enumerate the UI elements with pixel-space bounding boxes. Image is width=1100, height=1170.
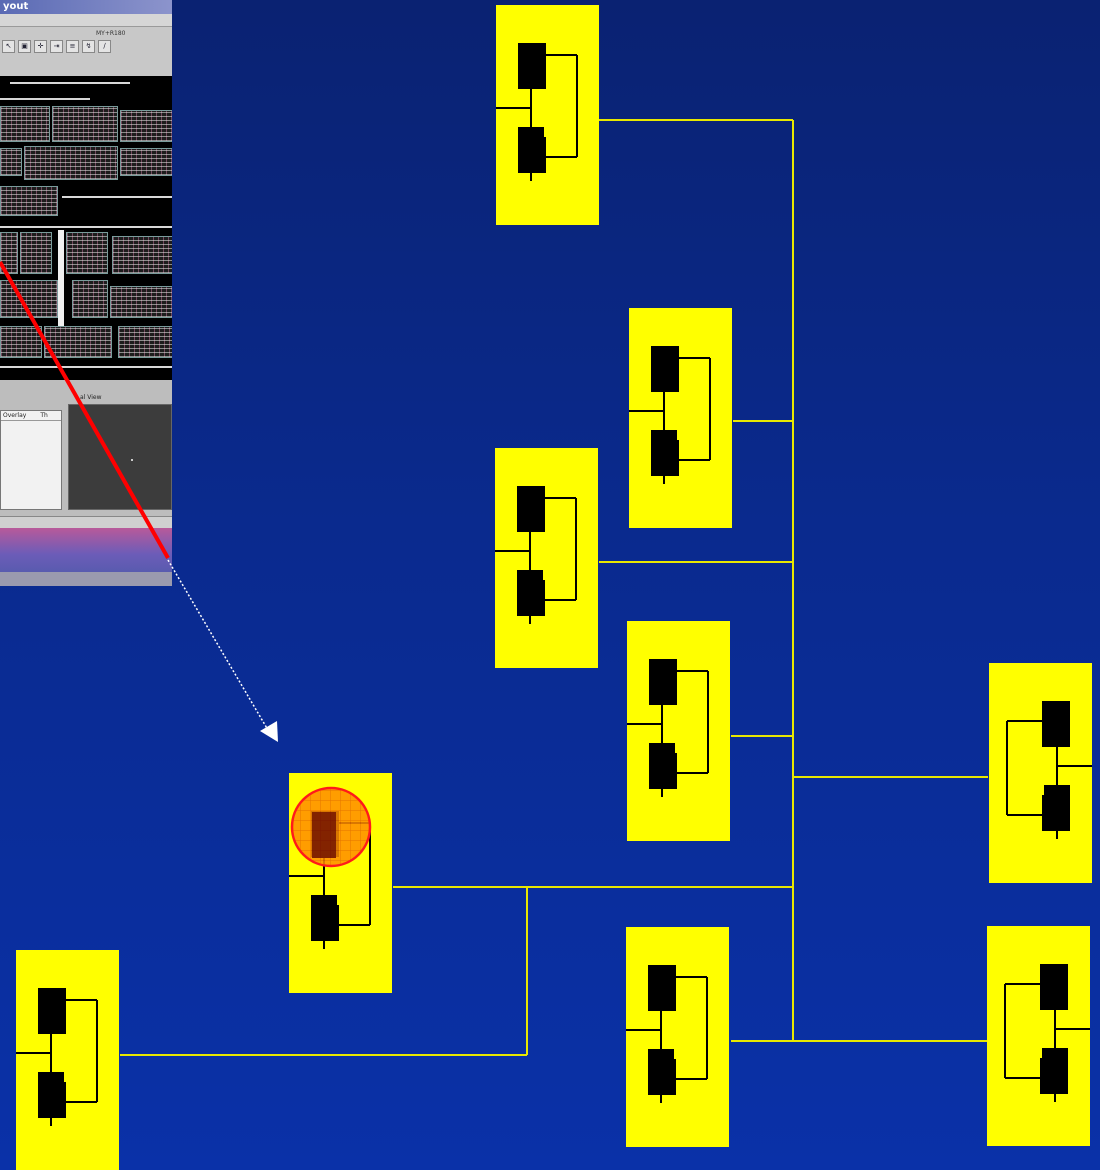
arrowhead-icon (260, 721, 278, 742)
dotted-arrow-line (168, 560, 268, 730)
buffer-block (495, 448, 598, 668)
buffer-block (16, 950, 119, 1170)
buffer-block (629, 308, 732, 528)
buffer-block (626, 927, 729, 1147)
buffer-block (987, 926, 1090, 1146)
buffer-blocks (16, 5, 1092, 1170)
pointer-line (0, 262, 168, 558)
buffer-block (989, 663, 1092, 883)
buffer-block (627, 621, 730, 841)
buffer-block (496, 5, 599, 225)
